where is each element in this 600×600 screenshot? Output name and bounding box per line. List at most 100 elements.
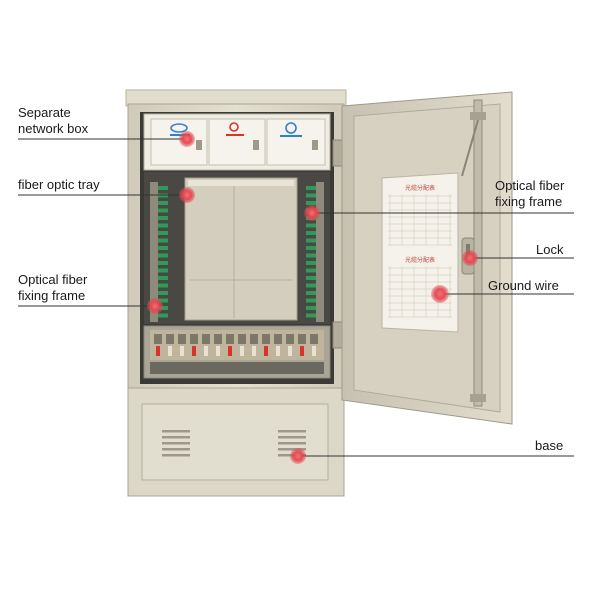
vent-slot: [162, 436, 190, 439]
fiber-clip: [306, 291, 316, 295]
rail-port: [250, 334, 258, 344]
rail-connector: [300, 346, 304, 356]
ground-wire-line: [461, 119, 479, 177]
fiber-clip: [158, 186, 168, 190]
label-base-line1: base: [535, 438, 564, 453]
fiber-clip: [158, 216, 168, 220]
label-separate-network-box: Separate network box: [18, 105, 88, 137]
fiber-clip: [158, 238, 168, 243]
fiber-clip: [306, 201, 316, 205]
vent-slot: [278, 448, 306, 451]
fiber-clip: [306, 238, 316, 243]
label-optical-fiber-right: Optical fiber fixing frame: [495, 178, 564, 210]
fiber-clip: [158, 261, 168, 265]
fiber-clip: [306, 298, 316, 303]
fiber-clip: [158, 223, 168, 228]
vent-slot: [162, 442, 190, 445]
vent-slot: [162, 448, 190, 451]
marker-ground-wire: [431, 285, 449, 303]
door-chart-card: 光缆分配表 光缆分配表: [381, 172, 459, 333]
fiber-clip: [158, 298, 168, 303]
rail-port: [262, 334, 270, 344]
rail-port: [190, 334, 198, 344]
rail-port: [226, 334, 234, 344]
fiber-clip: [158, 291, 168, 295]
marker-optical-fiber-right: [304, 205, 320, 221]
rail-port: [286, 334, 294, 344]
fiber-clip: [158, 231, 168, 235]
label-lock: Lock: [536, 242, 563, 258]
rail-port: [166, 334, 174, 344]
vent-slot: [162, 430, 190, 433]
marker-fiber-optic-tray: [179, 187, 195, 203]
fiber-clip: [306, 268, 316, 273]
rail-connector: [288, 346, 292, 356]
fiber-clip: [158, 283, 168, 288]
label-optical-fiber-right-line1: Optical fiber: [495, 178, 565, 193]
connector-rail: [143, 325, 331, 379]
rail-port: [202, 334, 210, 344]
fiber-clip: [306, 231, 316, 235]
rail-port: [154, 334, 162, 344]
rail-port: [178, 334, 186, 344]
telecom-logo-icon: [170, 123, 190, 136]
fiber-clip: [158, 313, 168, 318]
label-separate-network-box-line1: Separate: [18, 105, 71, 120]
fiber-clip: [306, 246, 316, 250]
rail-connector: [312, 346, 316, 356]
rail-port: [214, 334, 222, 344]
label-base: base: [535, 438, 563, 454]
rail-connector: [228, 346, 232, 356]
fiber-clip: [306, 193, 316, 198]
label-optical-fiber-left-line2: fixing frame: [18, 288, 86, 303]
rail-connector: [156, 346, 160, 356]
door-chart-title-2: 光缆分配表: [405, 256, 435, 264]
fiber-clip: [306, 283, 316, 288]
fiber-clip: [158, 208, 168, 213]
marker-separate-network-box: [179, 131, 195, 147]
vent-slot: [162, 454, 190, 457]
marker-base: [290, 448, 306, 464]
leader-lines: [18, 138, 574, 457]
left-fiber-clips: [158, 186, 168, 318]
rail-connector: [252, 346, 256, 356]
vent-slot: [278, 442, 306, 445]
fiber-clip: [158, 276, 168, 280]
fiber-clip: [158, 268, 168, 273]
unicom-logo-icon: [226, 122, 244, 136]
label-fiber-optic-tray: fiber optic tray: [18, 177, 100, 193]
label-optical-fiber-right-line2: fixing frame: [495, 194, 563, 209]
label-optical-fiber-left: Optical fiber fixing frame: [18, 272, 87, 304]
fiber-clip: [158, 246, 168, 250]
rail-connector: [192, 346, 196, 356]
fiber-clip: [306, 223, 316, 228]
fiber-clip: [306, 186, 316, 190]
rail-connector: [240, 346, 244, 356]
fiber-clip: [306, 261, 316, 265]
cabinet-base: [127, 387, 345, 497]
label-ground-wire: Ground wire: [488, 278, 559, 294]
fiber-clip: [158, 201, 168, 205]
fiber-clip: [306, 313, 316, 318]
vent-slot: [278, 436, 306, 439]
label-ground-wire-line1: Ground wire: [488, 278, 559, 293]
rail-port: [274, 334, 282, 344]
rail-connector: [204, 346, 208, 356]
rail-connector: [180, 346, 184, 356]
fiber-clip: [306, 253, 316, 258]
rail-port: [298, 334, 306, 344]
marker-optical-fiber-left: [147, 298, 163, 314]
marker-lock: [462, 250, 478, 266]
rail-port: [238, 334, 246, 344]
door-chart-title: 光缆分配表: [405, 184, 435, 192]
rail-connector: [276, 346, 280, 356]
vent-slot: [278, 430, 306, 433]
label-lock-line1: Lock: [536, 242, 564, 257]
rail-port: [310, 334, 318, 344]
label-separate-network-box-line2: network box: [18, 121, 89, 136]
label-optical-fiber-left-line1: Optical fiber: [18, 272, 88, 287]
rail-connector: [168, 346, 172, 356]
fiber-clip: [158, 253, 168, 258]
label-fiber-optic-tray-line1: fiber optic tray: [18, 177, 100, 192]
